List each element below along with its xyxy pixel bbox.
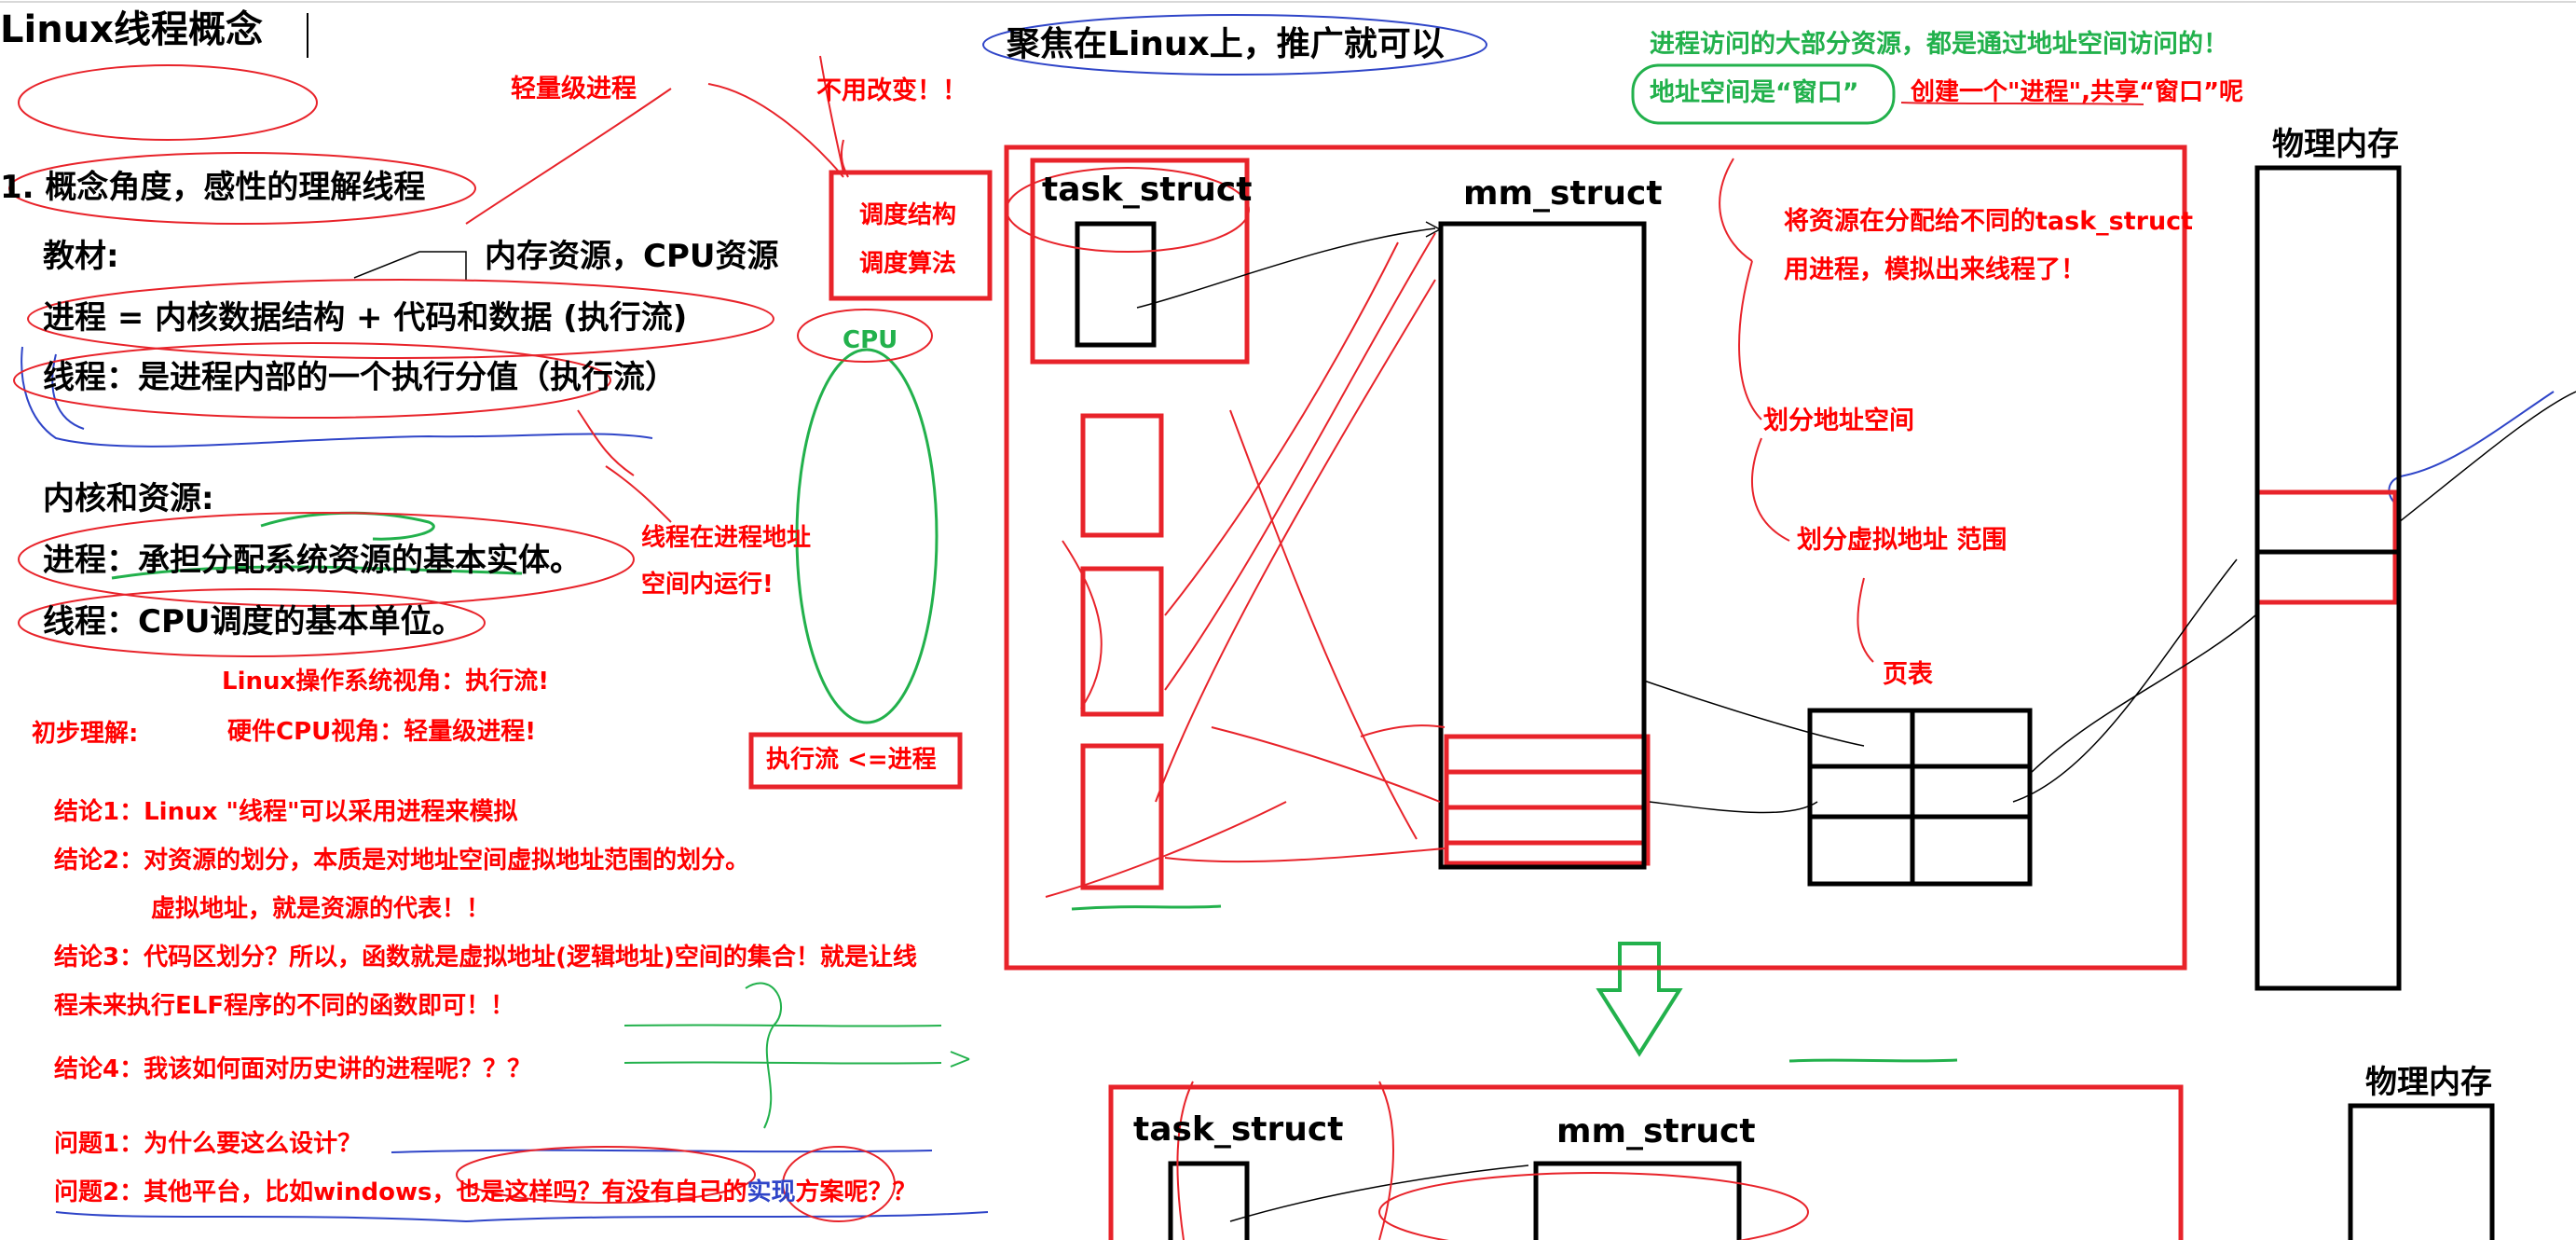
concept-heading: 1. 概念角度，感性的理解线程 xyxy=(0,169,426,206)
conclusion-1: 结论1：Linux "线程"可以采用进程来模拟 xyxy=(54,798,518,826)
cpu-label: CPU xyxy=(843,326,898,354)
process-entity: 进程：承担分配系统资源的基本实体。 xyxy=(43,542,582,579)
mm-struct-label-2: mm_struct xyxy=(1556,1112,1756,1150)
divide-virtual-range: 划分虚拟地址 范围 xyxy=(1797,526,2007,555)
hardware-view: 硬件CPU视角：轻量级进程! xyxy=(227,718,537,746)
physical-memory-label-2: 物理内存 xyxy=(2365,1064,2492,1101)
conclusion-3-detail: 程未来执行ELF程序的不同的函数即可！！ xyxy=(54,992,515,1020)
question-2-tail: 方案呢？？ xyxy=(795,1178,917,1206)
red-scribbles xyxy=(8,55,2144,1240)
initial-understanding: 初步理解: xyxy=(32,720,139,748)
question-2-highlight: 实现 xyxy=(747,1178,796,1206)
mm-struct-label: mm_struct xyxy=(1463,174,1663,213)
green-note-address-space: 进程访问的大部分资源，都是通过地址空间访问的！ xyxy=(1650,30,2228,59)
physical-memory-label: 物理内存 xyxy=(2272,126,2399,163)
conclusion-2-detail: 虚拟地址，就是资源的代表！！ xyxy=(151,895,491,923)
green-note-window: 地址空间是“窗口” xyxy=(1650,78,1859,107)
task-struct-label-2: task_struct xyxy=(1133,1110,1344,1149)
question-2-text: 问题2：其他平台，比如windows，也是这样吗？有没有自己的 xyxy=(54,1178,747,1206)
linux-view: Linux操作系统视角：执行流! xyxy=(222,668,550,696)
red-note-lightweight: 轻量级进程 xyxy=(511,75,637,103)
conclusion-4: 结论4：我该如何面对历史讲的进程呢？？？ xyxy=(54,1055,532,1083)
process-definition: 进程 = 内核数据结构 + 代码和数据 (执行流) xyxy=(43,299,688,337)
thread-definition: 线程：是进程内部的一个执行分值（执行流） xyxy=(43,359,677,396)
assign-resources-line1: 将资源在分配给不同的task_struct xyxy=(1784,207,2194,236)
mem-cpu-resources: 内存资源，CPU资源 xyxy=(485,238,779,275)
red-frames xyxy=(748,145,2398,1240)
conclusion-3: 结论3：代码区划分？所以，函数就是虚拟地址(逻辑地址)空间的集合！就是让线 xyxy=(54,944,917,971)
conclusion-2: 结论2：对资源的划分，本质是对地址空间虚拟地址范围的划分。 xyxy=(54,847,750,875)
red-note-share-window: 创建一个"进程",共享“窗口”呢 xyxy=(1911,78,2244,106)
green-scribbles xyxy=(111,63,1958,1063)
assign-resources-line2: 用进程，模拟出来线程了！ xyxy=(1784,255,2086,284)
divide-address-space: 划分地址空间 xyxy=(1763,406,1914,435)
question-1: 问题1：为什么要这么设计？ xyxy=(54,1130,363,1158)
black-boxes xyxy=(1075,165,2495,1240)
task-struct-label: task_struct xyxy=(1042,171,1253,209)
black-connectors xyxy=(353,221,2576,1222)
down-arrow xyxy=(1596,942,1683,1057)
page-title: Linux线程概念 xyxy=(0,8,263,51)
top-center-note: 聚焦在Linux上，推广就可以 xyxy=(1007,25,1445,63)
page-table-label: 页表 xyxy=(1883,660,1933,689)
textbook-label: 教材: xyxy=(43,238,119,275)
kernel-resources-heading: 内核和资源: xyxy=(43,480,214,517)
thread-runs-line2: 空间内运行! xyxy=(641,571,774,599)
sched-algo: 调度算法 xyxy=(859,250,957,278)
question-2: 问题2：其他平台，比如windows，也是这样吗？有没有自己的实现方案呢？？ xyxy=(54,1180,917,1205)
green-thin-lines xyxy=(623,982,970,1129)
thread-runs-line1: 线程在进程地址 xyxy=(641,524,812,552)
sched-struct: 调度结构 xyxy=(859,201,957,229)
blue-scribbles xyxy=(21,14,2555,1223)
exec-flow-label: 执行流 <=进程 xyxy=(766,746,937,774)
red-note-no-change: 不用改变！！ xyxy=(816,76,967,105)
thread-unit: 线程：CPU调度的基本单位。 xyxy=(43,603,464,641)
